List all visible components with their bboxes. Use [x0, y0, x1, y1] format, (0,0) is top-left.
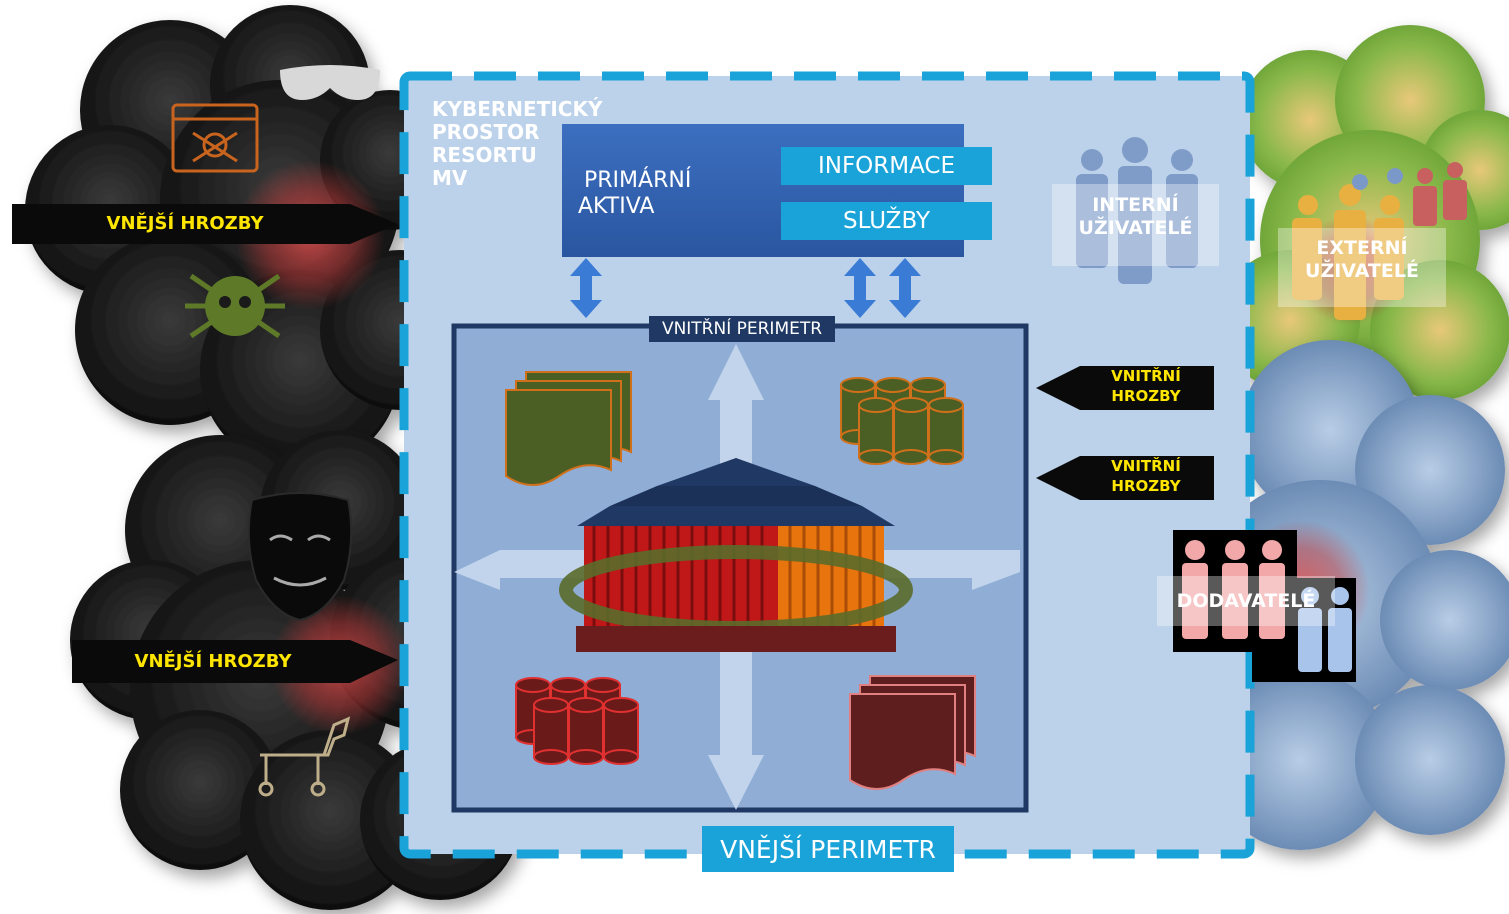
- services-box: SLUŽBY: [781, 202, 992, 240]
- external-users-line: EXTERNÍ: [1316, 237, 1408, 259]
- cyber-space-title-line: MV: [432, 166, 468, 190]
- connector-arrows: [570, 258, 921, 318]
- suppliers-icon: [1173, 530, 1356, 682]
- central-stronghold-icon: [559, 458, 913, 652]
- virus-skull-icon: [185, 273, 285, 339]
- external-threat-arrow-bottom: [72, 640, 398, 683]
- cyber-space-title-line: PROSTOR: [432, 120, 540, 144]
- internal-users-label: INTERNÍ UŽIVATELÉ: [1052, 184, 1219, 266]
- inner-perimeter-label: VNITŘNÍ PERIMETR: [649, 316, 835, 342]
- internal-threat-label-1: VNITŘNÍ HROZBY: [1084, 367, 1208, 406]
- external-users-icon: [1292, 162, 1467, 320]
- external-threat-label-bottom: VNĚJŠÍ HROZBY: [134, 651, 292, 672]
- internal-users-icon: [1076, 137, 1198, 284]
- suppliers-label: DODAVATELÉ: [1157, 576, 1335, 626]
- database-icon-green: [840, 377, 964, 465]
- external-threat-arrow-top: [12, 204, 398, 244]
- outer-perimeter-label: VNĚJŠÍ PERIMETR: [702, 826, 954, 872]
- primary-assets-line: AKTIVA: [578, 194, 655, 220]
- external-threat-label-top: VNĚJŠÍ HROZBY: [106, 213, 264, 234]
- primary-assets-line: PRIMÁRNÍ: [584, 168, 692, 193]
- internal-threat-line: HROZBY: [1111, 476, 1181, 495]
- internal-threat-line: VNITŘNÍ: [1111, 367, 1181, 385]
- mask-icon: [280, 65, 380, 100]
- cyber-space-title-line: KYBERNETICKÝ: [432, 97, 603, 121]
- database-icon-red: [515, 677, 639, 765]
- documents-icon-red: [849, 675, 976, 790]
- documents-icon-green: [505, 371, 632, 486]
- internal-users-line: UŽIVATELÉ: [1078, 216, 1193, 239]
- malware-browser-icon: [171, 103, 259, 173]
- external-users-line: UŽIVATELÉ: [1305, 259, 1419, 282]
- internal-threat-line: HROZBY: [1111, 386, 1181, 405]
- internal-threat-label-2: VNITŘNÍ HROZBY: [1084, 457, 1208, 496]
- external-users-cloud: [1220, 25, 1509, 400]
- primary-assets-label: PRIMÁRNÍ AKTIVA: [578, 168, 691, 221]
- trojan-horse-icon: [258, 716, 351, 797]
- cyber-space-title: KYBERNETICKÝ PROSTOR RESORTU MV: [432, 98, 622, 190]
- cyber-space-title-line: RESORTU: [432, 143, 537, 167]
- internal-users-line: INTERNÍ: [1092, 194, 1179, 216]
- internal-threat-arrow-1: [1036, 366, 1214, 410]
- anonymous-mask-icon: [247, 492, 353, 622]
- information-box: INFORMACE: [781, 147, 992, 185]
- external-users-label: EXTERNÍ UŽIVATELÉ: [1278, 228, 1446, 307]
- internal-threat-line: VNITŘNÍ: [1111, 457, 1181, 475]
- outer-perimeter-border: [399, 71, 1255, 859]
- internal-threat-arrow-2: [1036, 456, 1214, 500]
